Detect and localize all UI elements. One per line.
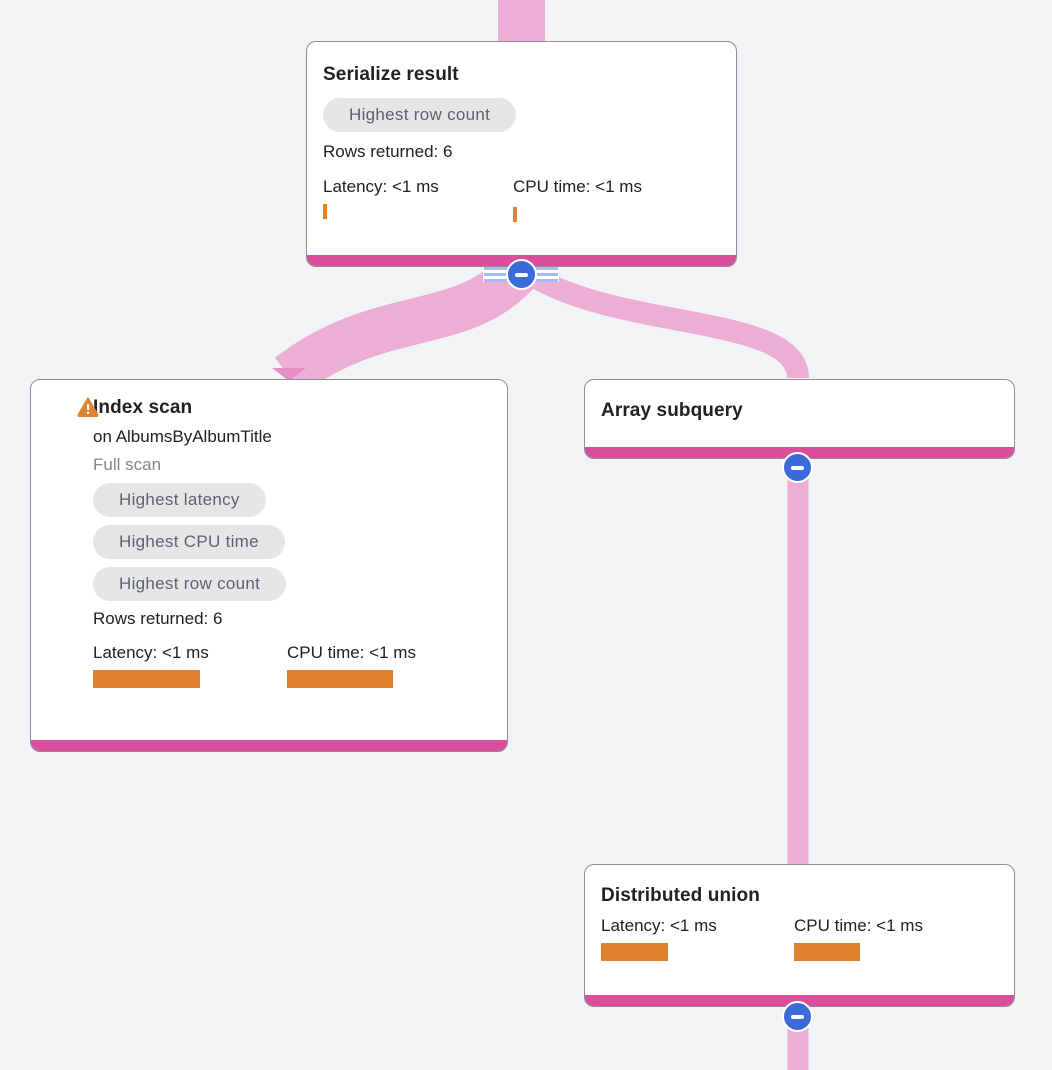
latency-metric: Latency: <1 ms (601, 916, 794, 961)
collapse-control-distributed-union[interactable] (782, 1001, 813, 1032)
collapse-minus-icon[interactable] (782, 452, 813, 483)
node-title: Index scan (93, 397, 193, 418)
cpu-time-label: CPU time: <1 ms (513, 177, 642, 196)
node-title: Array subquery (601, 400, 743, 421)
collapse-control-array-subquery[interactable] (782, 452, 813, 483)
cpu-metric: CPU time: <1 ms (513, 177, 642, 222)
latency-label: Latency: <1 ms (93, 643, 209, 662)
collapse-minus-icon[interactable] (505, 259, 537, 290)
latency-bar (601, 943, 668, 961)
rows-returned: Rows returned: 6 (323, 142, 453, 161)
cpu-time-label: CPU time: <1 ms (287, 643, 416, 662)
cpu-time-bar (794, 943, 860, 961)
scan-type: Full scan (93, 455, 162, 474)
collapse-minus-icon[interactable] (782, 1001, 813, 1032)
edge-serialize-to-array-subquery (514, 259, 809, 380)
latency-metric: Latency: <1 ms (93, 643, 287, 688)
node-title: Distributed union (601, 885, 760, 906)
rows-returned: Rows returned: 6 (93, 609, 223, 628)
collapse-control-serialize-result[interactable] (483, 259, 559, 290)
node-distributed-union[interactable]: Distributed union Latency: <1 ms CPU tim… (584, 864, 1015, 1007)
node-accent-bar (31, 740, 507, 751)
latency-label: Latency: <1 ms (323, 177, 439, 196)
index-name: on AlbumsByAlbumTitle (93, 427, 272, 446)
warning-icon (77, 397, 99, 422)
node-title: Serialize result (323, 64, 459, 85)
node-array-subquery[interactable]: Array subquery (584, 379, 1015, 459)
edge-arrowhead (272, 368, 306, 381)
cpu-time-bar (513, 207, 517, 222)
cpu-time-label: CPU time: <1 ms (794, 916, 923, 935)
badge-highest-row-count: Highest row count (323, 98, 517, 132)
node-serialize-result[interactable]: Serialize result Highest row count Rows … (306, 41, 737, 267)
cpu-metric: CPU time: <1 ms (287, 643, 416, 688)
cpu-time-bar (287, 670, 393, 688)
node-accent-bar (585, 995, 1014, 1006)
collapse-rail-right (533, 267, 559, 282)
latency-label: Latency: <1 ms (601, 916, 717, 935)
cpu-metric: CPU time: <1 ms (794, 916, 923, 961)
latency-bar (93, 670, 200, 688)
node-index-scan[interactable]: Index scan on AlbumsByAlbumTitle Full sc… (30, 379, 508, 752)
edge-serialize-to-index-scan (274, 252, 539, 395)
badge-highest-latency: Highest latency (93, 483, 266, 517)
badge-highest-cpu-time: Highest CPU time (93, 525, 285, 559)
latency-bar (323, 204, 327, 219)
badge-highest-row-count: Highest row count (93, 567, 287, 601)
latency-metric: Latency: <1 ms (323, 177, 513, 222)
